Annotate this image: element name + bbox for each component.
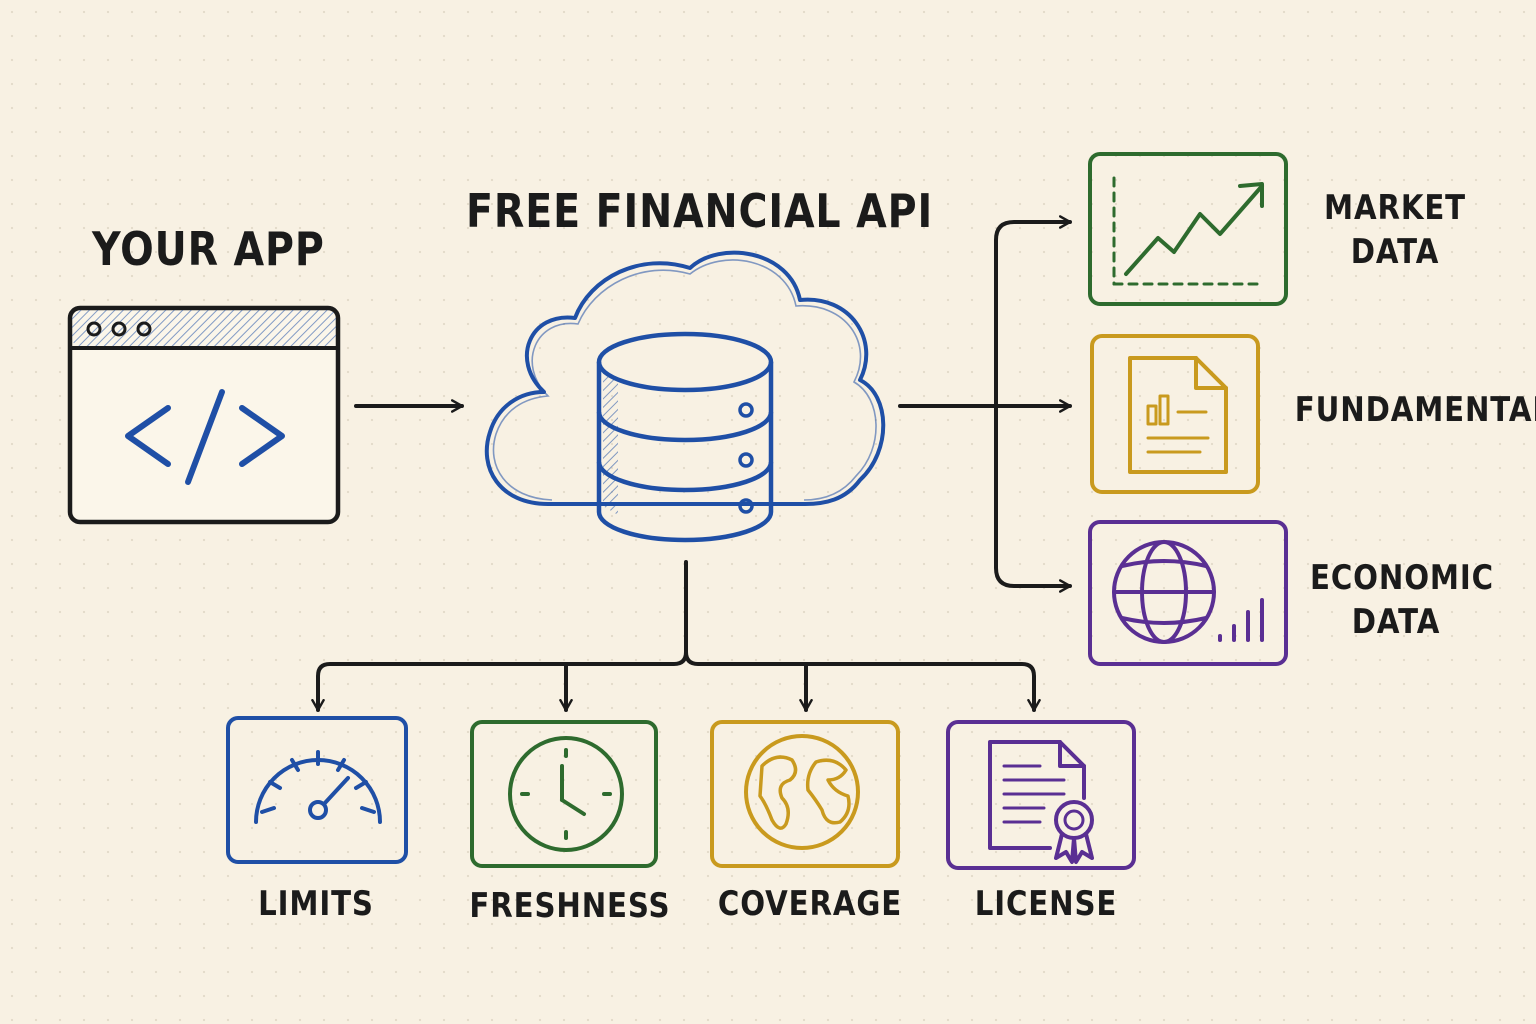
consideration-card-license [946, 720, 1136, 870]
report-document-icon [1128, 356, 1228, 474]
consideration-connectors [311, 560, 1041, 712]
code-brackets-icon [125, 389, 285, 485]
output-label-economic-data: ECONOMIC DATA [1310, 558, 1494, 642]
speedometer-icon [254, 750, 382, 824]
app-window [67, 305, 341, 525]
api-title: FREE FINANCIAL API [466, 184, 934, 238]
consideration-label-freshness: FRESHNESS [469, 886, 671, 926]
license-certificate-icon [988, 740, 1094, 864]
globe-bars-icon [1112, 540, 1264, 644]
consideration-card-freshness [470, 720, 658, 868]
output-label-fundamentals: FUNDAMENTALS [1294, 390, 1536, 430]
line-chart-icon [1112, 176, 1266, 286]
consideration-card-limits [226, 716, 408, 864]
source-label: YOUR APP [92, 222, 325, 276]
consideration-label-coverage: COVERAGE [717, 884, 903, 924]
window-dot-2 [111, 321, 127, 337]
output-connectors [898, 215, 1072, 593]
output-label-market-data: MARKET DATA [1324, 188, 1466, 272]
output-card-fundamentals [1090, 334, 1260, 494]
output-card-market-data [1088, 152, 1288, 306]
clock-icon [508, 736, 624, 852]
consideration-label-license: LICENSE [974, 884, 1118, 924]
output-card-economic-data [1088, 520, 1288, 666]
consideration-label-limits: LIMITS [258, 884, 374, 924]
consideration-card-coverage [710, 720, 900, 868]
window-dot-3 [136, 321, 152, 337]
cloud-database-icon [484, 250, 886, 543]
window-dot-1 [86, 321, 102, 337]
world-map-globe-icon [744, 734, 860, 850]
